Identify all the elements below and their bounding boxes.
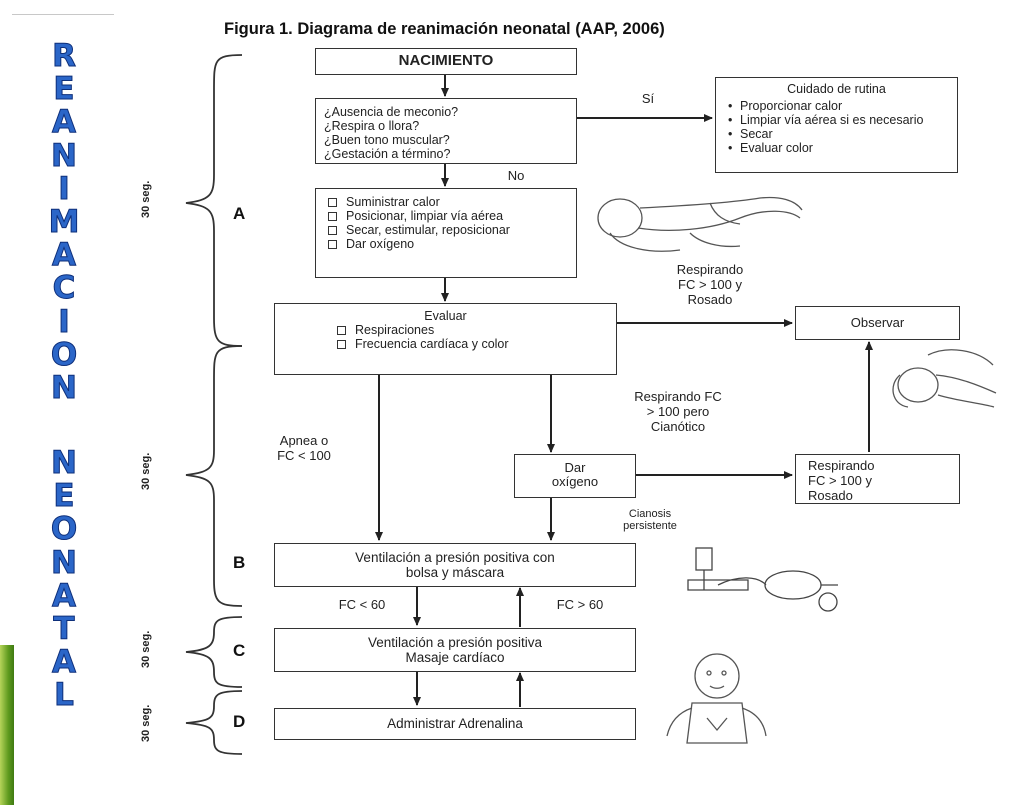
side-word-top-letter: A <box>52 237 77 274</box>
adrenalina-box: Administrar Adrenalina <box>274 708 636 740</box>
side-word-bottom-letter: L <box>54 677 75 714</box>
green-accent-bar <box>0 645 14 805</box>
evaluar-list: Respiraciones Frecuencia cardíaca y colo… <box>333 323 543 351</box>
side-word-top-letter: E <box>53 71 75 108</box>
si-label: Sí <box>641 91 655 106</box>
ventilation-b-box: Ventilación a presión positiva con bolsa… <box>274 543 636 587</box>
side-word-bottom-letter: N <box>51 445 78 481</box>
side-word-bottom-letter: T <box>53 611 75 648</box>
section-letter-d: D <box>233 712 246 731</box>
side-word-top-letter: N <box>51 137 78 174</box>
no-label: No <box>507 168 525 183</box>
step-a-item: Dar oxígeno <box>324 237 568 251</box>
side-word-bottom-letter: O <box>50 511 78 548</box>
cianosis-label: Cianosis persistente <box>604 508 696 532</box>
side-word-bottom-letter: A <box>52 577 77 614</box>
section-letter-c: C <box>233 641 246 660</box>
breathing-pink-line: Respirando <box>676 262 744 277</box>
section-letter-a: A <box>233 204 246 223</box>
evaluar-item: Respiraciones <box>333 323 543 337</box>
cyanotic-label: Respirando FC > 100 pero Cianótico <box>604 389 752 434</box>
ventilation-c-line: Masaje cardíaco <box>405 650 505 665</box>
apnea-line: FC < 100 <box>277 448 331 463</box>
cyanotic-line: Respirando FC <box>634 389 722 404</box>
cianosis-line: Cianosis <box>628 508 672 520</box>
bag-mask-illustration <box>687 547 838 612</box>
questions-box: ¿Ausencia de meconio? ¿Respira o llora? … <box>315 98 577 164</box>
routine-care-box: Cuidado de rutina Proporcionar calor Lim… <box>715 77 958 173</box>
breathing-pink-line: FC > 100 y <box>678 277 742 292</box>
side-word-top-letter: M <box>48 204 80 241</box>
breathing-pink-line: Rosado <box>687 292 733 307</box>
breathing-pink-box-line: Rosado <box>808 488 853 503</box>
cianosis-line: persistente <box>623 520 677 532</box>
question-3: ¿Buen tono muscular? <box>324 133 450 147</box>
diagram-connectors <box>185 54 873 755</box>
time-label-1: 30 seg. <box>140 180 152 218</box>
steps-a-box: Suministrar calor Posicionar, limpiar ví… <box>315 188 577 278</box>
top-rule <box>12 14 114 15</box>
baby-cpr-illustration <box>666 653 767 744</box>
routine-list: Proporcionar calor Limpiar vía aérea si … <box>726 99 947 155</box>
side-word-bottom-letter: A <box>52 644 77 681</box>
ventilation-b-line: bolsa y máscara <box>405 565 505 580</box>
cyanotic-line: Cianótico <box>650 419 706 434</box>
time-label-2: 30 seg. <box>140 452 152 490</box>
brace-4 <box>185 690 243 755</box>
nacimiento-box: NACIMIENTO <box>315 48 577 75</box>
figure-title: Figura 1. Diagrama de reanimación neonat… <box>224 20 665 38</box>
routine-item: Limpiar vía aérea si es necesario <box>726 113 947 127</box>
steps-a-list: Suministrar calor Posicionar, limpiar ví… <box>324 195 568 251</box>
brace-2 <box>185 345 243 607</box>
fc-gt-60-label: FC > 60 <box>556 597 604 612</box>
side-word-top-letter: R <box>52 38 77 74</box>
step-a-item: Suministrar calor <box>324 195 568 209</box>
ventilation-c-line: Ventilación a presión positiva <box>367 635 543 650</box>
question-2: ¿Respira o llora? <box>324 119 420 133</box>
ventilation-b-line: Ventilación a presión positiva con <box>355 550 555 565</box>
oxygen-mask-illustration <box>892 349 997 408</box>
side-word-top-letter: I <box>58 303 71 340</box>
observar-box: Observar <box>795 306 960 340</box>
breathing-pink-label: Respirando FC > 100 y Rosado <box>650 262 770 307</box>
breathing-pink-box-line: FC > 100 y <box>808 473 872 488</box>
time-label-3: 30 seg. <box>140 630 152 668</box>
dar-oxigeno-box: Dar oxígeno <box>514 454 636 498</box>
evaluar-title: Evaluar <box>424 309 467 323</box>
time-label-4: 30 seg. <box>140 704 152 742</box>
side-word-top-letter: A <box>52 104 77 141</box>
side-word-bottom-letter: N <box>51 544 78 581</box>
step-a-item: Posicionar, limpiar vía aérea <box>324 209 568 223</box>
side-word-bottom-letter: E <box>53 478 75 515</box>
routine-title: Cuidado de rutina <box>787 82 886 96</box>
routine-item: Evaluar color <box>726 141 947 155</box>
question-1: ¿Ausencia de meconio? <box>324 105 459 119</box>
step-a-item: Secar, estimular, reposicionar <box>324 223 568 237</box>
apnea-line: Apnea o <box>279 433 329 448</box>
apnea-label: Apnea o FC < 100 <box>254 433 354 463</box>
routine-item: Proporcionar calor <box>726 99 947 113</box>
side-word-top-letter: N <box>51 370 78 407</box>
breathing-pink-box-line: Respirando <box>808 458 875 473</box>
brace-1 <box>185 54 243 347</box>
baby-warmer-illustration <box>597 196 803 252</box>
routine-item: Secar <box>726 127 947 141</box>
brace-3 <box>185 616 243 688</box>
side-word-top-letter: I <box>58 170 71 207</box>
dar-oxigeno-line: oxígeno <box>551 474 599 489</box>
section-letter-b: B <box>233 553 246 572</box>
fc-lt-60-label: FC < 60 <box>338 597 386 612</box>
breathing-pink-box: Respirando FC > 100 y Rosado <box>795 454 960 504</box>
cyanotic-line: > 100 pero <box>646 404 710 419</box>
evaluar-item: Frecuencia cardíaca y color <box>333 337 543 351</box>
side-word-top-letter: C <box>52 270 76 307</box>
side-word-top-letter: O <box>50 336 78 373</box>
ventilation-c-box: Ventilación a presión positiva Masaje ca… <box>274 628 636 672</box>
evaluar-box: Evaluar Respiraciones Frecuencia cardíac… <box>274 303 617 375</box>
dar-oxigeno-line: Dar <box>564 460 586 475</box>
question-4: ¿Gestación a término? <box>324 147 451 161</box>
